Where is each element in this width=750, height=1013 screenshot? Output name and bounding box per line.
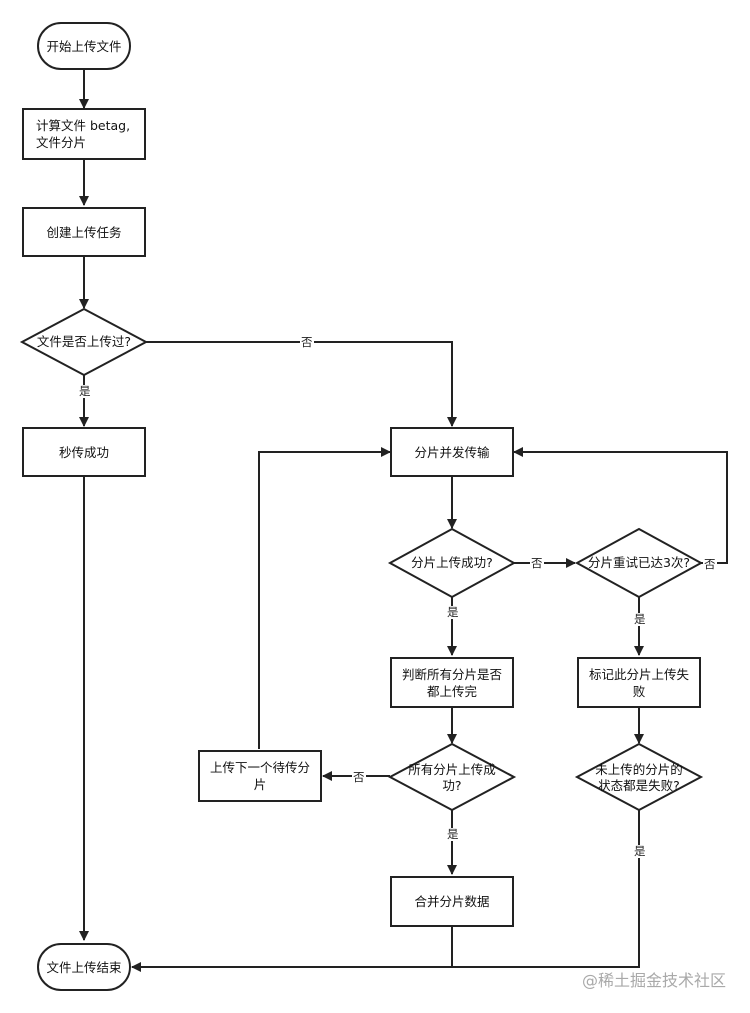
label-no-allsuccess: 否 xyxy=(352,770,366,784)
label-yes-chunk: 是 xyxy=(446,605,460,619)
node-calc: 计算文件 betag, 文件分片 xyxy=(22,108,146,160)
node-chunk-success-text: 分片上传成功? xyxy=(390,549,514,577)
edge-next-concurrent xyxy=(258,447,391,749)
decision-retry-reached xyxy=(574,527,704,599)
node-end: 文件上传结束 xyxy=(37,943,131,991)
node-create-task-text: 创建上传任务 xyxy=(46,224,122,240)
node-start-text: 开始上传文件 xyxy=(46,38,122,54)
decision-chunk-success xyxy=(387,527,517,599)
node-end-text: 文件上传结束 xyxy=(46,959,122,975)
node-upload-next-text: 上传下一个待传分 片 xyxy=(209,760,310,792)
node-calc-text: 计算文件 betag, 文件分片 xyxy=(36,118,131,150)
label-yes-allsuccess: 是 xyxy=(446,827,460,841)
node-check-all: 判断所有分片是否 都上传完 xyxy=(390,657,514,708)
node-check-all-text: 判断所有分片是否 都上传完 xyxy=(401,666,502,699)
watermark: @稀土掘金技术社区 xyxy=(581,971,726,990)
edge-allfailed-end xyxy=(131,810,640,972)
node-instant-success-text: 秒传成功 xyxy=(58,444,109,460)
edge-decision-concurrent xyxy=(146,341,457,427)
node-mark-failed-text: 标记此分片上传失 败 xyxy=(588,666,689,699)
decision-uploaded-before xyxy=(19,307,149,377)
node-merge-text: 合并分片数据 xyxy=(414,894,490,909)
node-uploaded-before-text: 文件是否上传过? xyxy=(22,328,146,356)
node-retry-reached-text: 分片重试已达3次? xyxy=(577,549,701,577)
label-yes-uploaded: 是 xyxy=(78,384,92,398)
node-concurrent-upload-text: 分片并发传输 xyxy=(414,444,490,460)
decision-all-failed xyxy=(574,742,704,812)
label-yes-retry: 是 xyxy=(633,612,647,626)
node-mark-failed: 标记此分片上传失 败 xyxy=(577,657,701,708)
all-failed-label: 未上传的分片的 状态都是失败? xyxy=(595,762,683,793)
all-success-label: 所有分片上传成 功? xyxy=(408,762,496,793)
node-concurrent-upload: 分片并发传输 xyxy=(390,427,514,477)
uploaded-before-label: 文件是否上传过? xyxy=(36,334,132,349)
node-all-failed-text: 未上传的分片的 状态都是失败? xyxy=(585,761,693,795)
node-create-task: 创建上传任务 xyxy=(22,207,146,257)
label-no-chunk: 否 xyxy=(530,556,544,570)
node-upload-next: 上传下一个待传分 片 xyxy=(198,750,322,802)
node-all-success-text: 所有分片上传成 功? xyxy=(398,761,506,795)
label-no-uploaded: 否 xyxy=(300,335,314,349)
label-yes-allfailed: 是 xyxy=(633,844,647,858)
chunk-success-label: 分片上传成功? xyxy=(411,555,493,570)
node-instant-success: 秒传成功 xyxy=(22,427,146,477)
node-merge: 合并分片数据 xyxy=(390,876,514,927)
decision-all-success xyxy=(387,742,517,812)
label-no-retry: 否 xyxy=(703,557,717,571)
node-start: 开始上传文件 xyxy=(37,22,131,70)
retry-reached-label: 分片重试已达3次? xyxy=(587,555,691,570)
